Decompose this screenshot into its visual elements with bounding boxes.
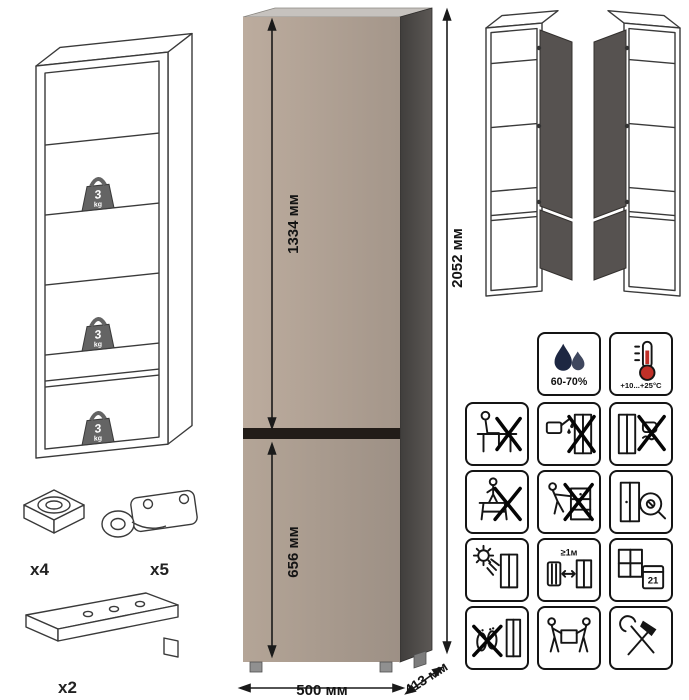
door-variant-left-drawing — [485, 9, 573, 297]
shelf-load-weight: 3 kg — [81, 316, 115, 352]
foot-qty-label: x4 — [30, 560, 49, 579]
hinge-dot — [536, 45, 542, 51]
dim-line-width — [237, 683, 406, 693]
plinth-rail-icon — [25, 592, 179, 658]
lower-door-open — [539, 209, 573, 281]
cabinet-foot — [413, 650, 427, 669]
no-sitting-icon — [476, 410, 522, 453]
weight-value: 3 — [95, 421, 102, 436]
total-height-label: 2052 мм — [449, 228, 466, 288]
foot-glide-icon — [23, 489, 85, 534]
icon-cell-no-bare-feet — [465, 606, 529, 670]
icon-cell-avoid-sunlight — [465, 538, 529, 602]
cabinet-upper-door — [243, 17, 400, 428]
icon-cell-no-climbing — [465, 470, 529, 534]
weight-value: 3 — [95, 327, 102, 342]
heat-distance-label: ≥1м — [561, 548, 578, 558]
icon-cell-assembly-tools — [609, 606, 673, 670]
cabinet-side-face — [399, 7, 433, 663]
hinge-dot — [536, 199, 542, 205]
icon-cell-humidity: 60-70% — [537, 332, 601, 396]
shelf-load-weight: 3 kg — [81, 410, 115, 446]
cabinet-render — [237, 7, 452, 695]
no-water-spill-icon — [545, 413, 596, 455]
no-bare-feet-icon — [472, 618, 522, 658]
hinge-icon — [101, 489, 198, 538]
calendar-day-label: 21 — [648, 576, 659, 587]
weight-unit: kg — [94, 201, 102, 209]
icon-cell-no-dragging — [537, 470, 601, 534]
cabinet-lower-door — [243, 439, 400, 662]
dim-line-upper-door — [267, 17, 277, 431]
assembly-tools-icon — [619, 615, 657, 656]
carry-two-persons-icon — [547, 617, 591, 653]
icon-cell-no-sitting — [465, 402, 529, 466]
upper-door-open — [539, 29, 573, 219]
no-dragging-icon — [548, 482, 594, 522]
check-fittings-icon — [619, 481, 667, 523]
hinge-qty-label: x5 — [150, 560, 169, 579]
upper-door-height-label: 1334 мм — [285, 194, 302, 254]
icon-cell-heat-distance: ≥1м — [537, 538, 601, 602]
dim-line-depth — [404, 666, 444, 695]
heat-distance-icon: ≥1м — [546, 548, 593, 589]
icon-cell-temperature: +10...+25°С — [609, 332, 673, 396]
icon-cell-carry-two-persons — [537, 606, 601, 670]
door-gap — [243, 428, 400, 439]
humidity-label: 60-70% — [551, 376, 588, 388]
weight-unit: kg — [94, 341, 102, 349]
no-wet-cleaning-icon — [617, 413, 666, 455]
temperature-label: +10...+25°С — [620, 381, 662, 390]
door-variant-right-drawing — [593, 9, 681, 297]
carcass-wireframe-drawing: 3 kg 3 kg 3 kg — [35, 32, 193, 459]
weight-value: 3 — [95, 187, 102, 202]
plinth-qty-label: x2 — [58, 678, 77, 697]
lower-door-height-label: 656 мм — [285, 526, 302, 578]
width-label: 500 мм — [296, 682, 348, 699]
icon-cell-no-water-spill — [537, 402, 601, 466]
no-climbing-icon — [478, 477, 522, 522]
hinge-dot — [536, 123, 542, 129]
cabinet-foot — [249, 661, 263, 673]
dim-line-lower-door — [267, 441, 277, 659]
avoid-sunlight-icon — [472, 544, 519, 589]
cabinet-foot — [379, 661, 393, 673]
icon-cell-no-wet-cleaning — [609, 402, 673, 466]
weight-unit: kg — [94, 435, 102, 443]
temperature-icon: +10...+25°С — [620, 340, 662, 390]
ventilation-icon: 21 — [617, 548, 665, 590]
shelf-load-weight: 3 kg — [81, 176, 115, 212]
humidity-icon: 60-70% — [551, 343, 588, 388]
icon-cell-ventilation: 21 — [609, 538, 673, 602]
dim-line-total-height — [442, 7, 452, 655]
icon-cell-check-fittings — [609, 470, 673, 534]
